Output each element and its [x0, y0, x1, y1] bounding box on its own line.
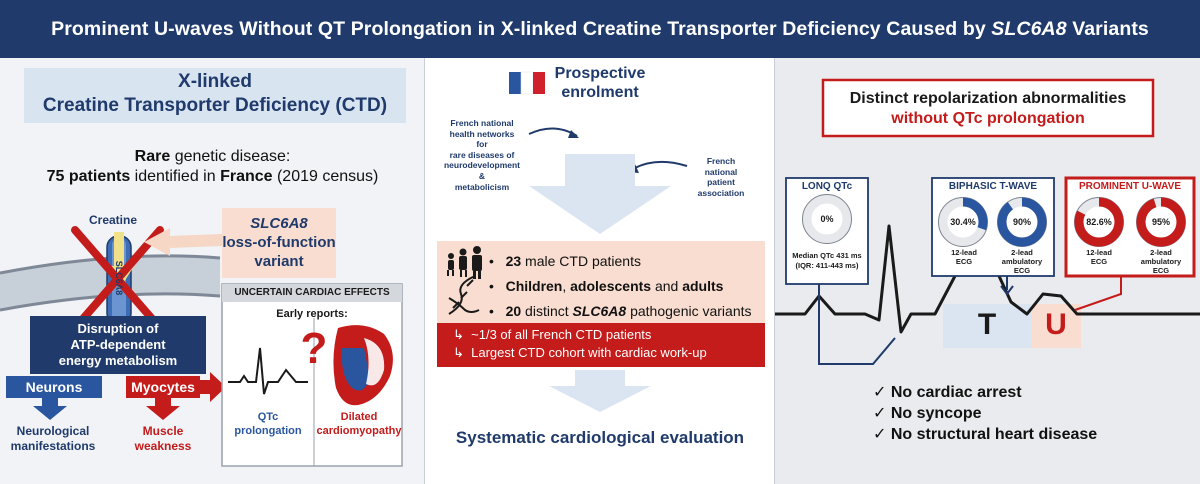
distinct-title: Distinct repolarization abnormalities wi… [849, 90, 1127, 127]
biphasic-caption-12lead: 12-lead ECG [951, 248, 977, 266]
disruption-box [30, 316, 206, 374]
dna-icon [448, 275, 480, 315]
right-diagram: 0% 30.4% 90% 82.6% 95% [775, 78, 1200, 365]
ctd-title-box [24, 68, 406, 123]
uncertain-title: UNCERTAIN CARDIAC EFFECTS [234, 287, 390, 298]
header-bar: Prominent U-waves Without QT Prolongatio… [0, 0, 1200, 58]
donut-value-label: 30.4% [950, 217, 976, 227]
disease-summary: Rare genetic disease: 75 patients identi… [46, 148, 379, 185]
left-panel: X-linked Creatine Transporter Deficiency… [0, 58, 425, 484]
t-label: T [977, 308, 997, 341]
myocytes-label: Myocytes [131, 379, 195, 395]
systematic-evaluation: Systematic cardiological evaluation [455, 428, 745, 447]
u-label: U [1045, 308, 1067, 341]
transporter-label: SLC6A8 [114, 260, 124, 296]
donut-value-label: 90% [1013, 217, 1031, 227]
donut-value-label: 0% [820, 214, 833, 224]
enrolment-arrow [529, 154, 671, 234]
ecg-mini-icon [228, 347, 308, 395]
neurons-label: Neurons [25, 379, 83, 395]
lonq-caption: Median QTc 431 ms (IQR: 411-443 ms) [792, 251, 862, 270]
people-icon [447, 246, 482, 279]
t-region [943, 304, 1031, 348]
evaluation-arrow [549, 370, 651, 412]
check-item: ✓ No syncope [873, 405, 982, 422]
donut-outline [802, 194, 852, 244]
neurons-arrow [33, 398, 67, 420]
middle-diagram [437, 71, 765, 412]
donut-value-label: 82.6% [1086, 217, 1112, 227]
middle-panel: Prospective enrolment French national he… [425, 58, 775, 484]
association-arrow [630, 160, 688, 171]
distinct-box [821, 78, 1155, 138]
biphasic-caption-ambulatory: 2-lead ambulatory ECG [1001, 248, 1043, 275]
checklist: ✓ No cardiac arrest ✓ No syncope ✓ No st… [873, 382, 1097, 445]
bullet-variants: • 20 distinct SLC6A8 pathogenic variants [489, 303, 752, 319]
uwave-caption-ambulatory: 2-lead ambulatory ECG [1140, 248, 1182, 275]
donut-slice [938, 197, 988, 247]
dilated-heart-icon [333, 325, 393, 406]
cohort-box [437, 241, 765, 323]
variant-box [222, 208, 336, 278]
uwave-title: PROMINENT U-WAVE [1078, 181, 1182, 192]
prospective-enrolment: Prospective enrolment [554, 65, 646, 101]
early-reports: Early reports: [276, 308, 348, 320]
donut-slice [1136, 197, 1186, 247]
bullet-ages: • Children, adolescents and adults [489, 278, 724, 294]
lonq-title: LONQ QTc [801, 181, 853, 192]
french-flag-icon [509, 71, 545, 95]
check-item: ✓ No structural heart disease [873, 426, 1098, 443]
health-networks-label: French national health networks for rare… [443, 118, 521, 192]
myocytes-box [126, 376, 200, 398]
ecg-trace [775, 224, 1200, 334]
neuro-manifestations: Neurological manifestations [10, 424, 96, 453]
check-icon: ✓ [873, 405, 887, 422]
ctd-title: X-linked Creatine Transporter Deficiency… [42, 71, 388, 116]
cardiac-arrow [200, 372, 226, 402]
left-diagram [0, 68, 406, 467]
donut-value-label: 95% [1152, 217, 1170, 227]
neurons-box [6, 376, 102, 398]
check-item: ✓ No cardiac arrest [873, 384, 1022, 401]
creatine-label: Creatine [89, 213, 138, 227]
biphasic-title: BIPHASIC T-WAVE [948, 181, 1038, 192]
uwave-connector [1074, 276, 1122, 311]
variant-text: SLC6A8 loss-of-function variant [222, 215, 336, 270]
donut-slice [1074, 197, 1124, 247]
donut-track [802, 194, 852, 244]
check-icon: ✓ [873, 426, 887, 443]
highlights-box [437, 323, 765, 367]
cohort-bullets: • 23 male CTD patients • Children, adole… [489, 249, 752, 324]
qtc-prolongation-label: QTc prolongation [234, 411, 302, 437]
question-mark: ? [300, 324, 328, 373]
patient-association-label: French national patient association [697, 156, 745, 198]
right-panel: 0% 30.4% 90% 82.6% 95% Distinct repolarizati… [775, 58, 1200, 484]
muscle-arrow [146, 398, 180, 420]
bullet-male-patients: • 23 male CTD patients [489, 253, 641, 269]
check-icon: ✓ [873, 384, 887, 401]
dilated-cardiomyopathy-label: Dilated cardiomyopathy [316, 411, 402, 437]
highlights-list: ↳ ~1/3 of all French CTD patients ↳ Larg… [453, 327, 707, 360]
variant-arrow [144, 228, 222, 256]
page-title: Prominent U-waves Without QT Prolongatio… [51, 17, 1149, 40]
muscle-weakness: Muscle weakness [134, 424, 192, 453]
uwave-caption-12lead: 12-lead ECG [1086, 248, 1112, 266]
donut-charts: 0% 30.4% 90% 82.6% 95% [802, 194, 1186, 247]
disruption-text: Disruption of ATP-dependent energy metab… [58, 321, 178, 368]
lonq-connector [818, 284, 896, 365]
donut-slice [997, 197, 1047, 247]
